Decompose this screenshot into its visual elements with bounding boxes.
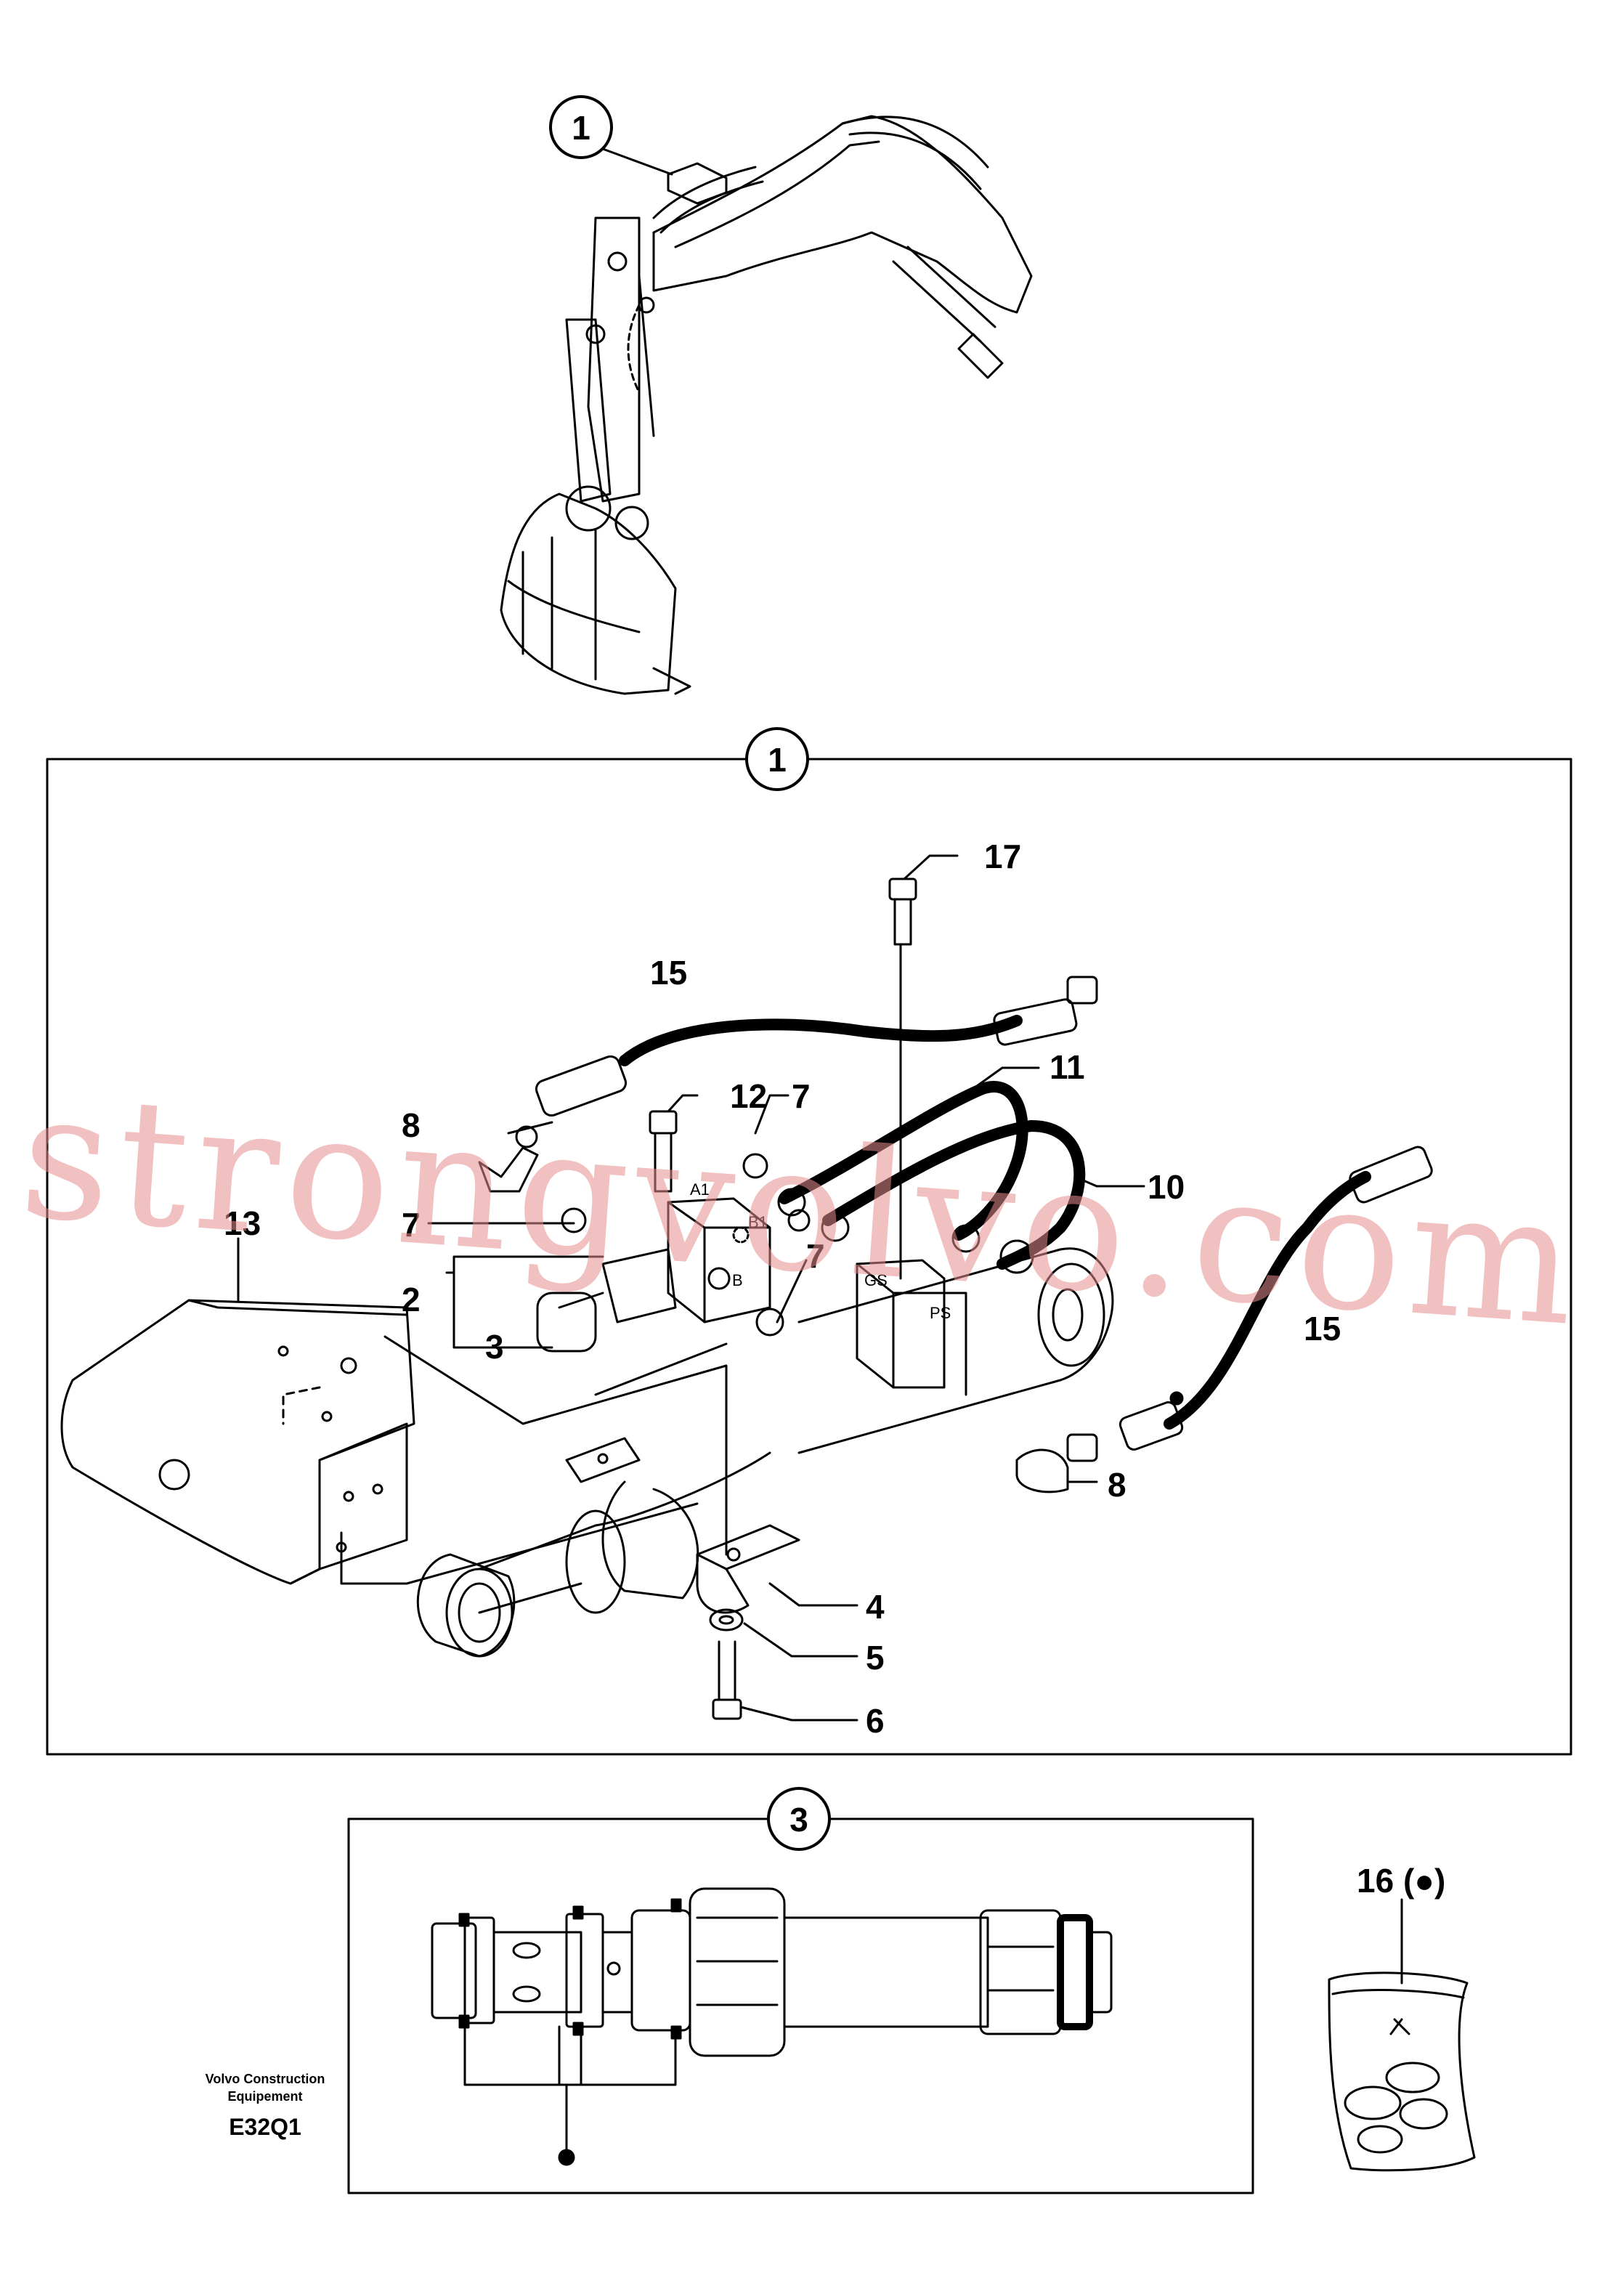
valve-assembly-illustration — [60, 877, 1433, 1720]
label-4: 4 — [866, 1588, 885, 1626]
label-6: 6 — [866, 1702, 885, 1740]
label-12: 12 — [730, 1077, 767, 1115]
label-8-lower: 8 — [1108, 1466, 1126, 1504]
callout-1-top: 1 — [549, 95, 613, 159]
label-8-upper: 8 — [402, 1106, 421, 1144]
svg-text:GS: GS — [864, 1271, 888, 1289]
svg-text:3: 3 — [789, 1801, 808, 1839]
label-3: 3 — [485, 1328, 504, 1366]
svg-text:B1: B1 — [748, 1213, 768, 1231]
callout-1-frame: 1 — [745, 727, 809, 791]
label-7-c: 7 — [806, 1237, 825, 1275]
svg-text:A1: A1 — [690, 1180, 710, 1199]
leader-lines — [237, 147, 1145, 1722]
excavator-arm-illustration — [500, 115, 1033, 695]
label-5: 5 — [866, 1639, 885, 1677]
part-labels: 17 15 11 12 7 8 10 13 7 7 2 3 15 8 4 5 6… — [224, 838, 1445, 1900]
callout-3-frame: 3 — [767, 1787, 831, 1851]
label-15-upper: 15 — [650, 954, 687, 992]
label-13: 13 — [224, 1204, 261, 1242]
svg-text:1: 1 — [768, 741, 787, 779]
detail-frame-3 — [347, 1817, 1254, 2194]
label-10: 10 — [1148, 1168, 1185, 1206]
manufacturer-line-1: Volvo Construction — [205, 2072, 325, 2086]
label-7-a: 7 — [792, 1077, 811, 1115]
label-16: 16 (●) — [1357, 1862, 1445, 1900]
label-17: 17 — [984, 838, 1021, 875]
cartridge-valve-illustration — [431, 1887, 1113, 2166]
svg-text:PS: PS — [930, 1304, 951, 1322]
label-7-b: 7 — [402, 1206, 421, 1244]
svg-text:B: B — [732, 1271, 743, 1289]
seal-kit-bag-illustration — [1328, 1898, 1476, 2172]
port-labels: A1 B1 B GS PS — [690, 1180, 951, 1322]
manufacturer-line-2: Equipement — [227, 2089, 303, 2104]
label-15-right: 15 — [1304, 1310, 1341, 1347]
label-11: 11 — [1049, 1048, 1085, 1086]
label-2: 2 — [402, 1281, 421, 1318]
manufacturer-name: Volvo Construction Equipement — [182, 2070, 349, 2105]
drawing-code: E32Q1 — [229, 2114, 301, 2140]
svg-text:1: 1 — [572, 109, 590, 147]
